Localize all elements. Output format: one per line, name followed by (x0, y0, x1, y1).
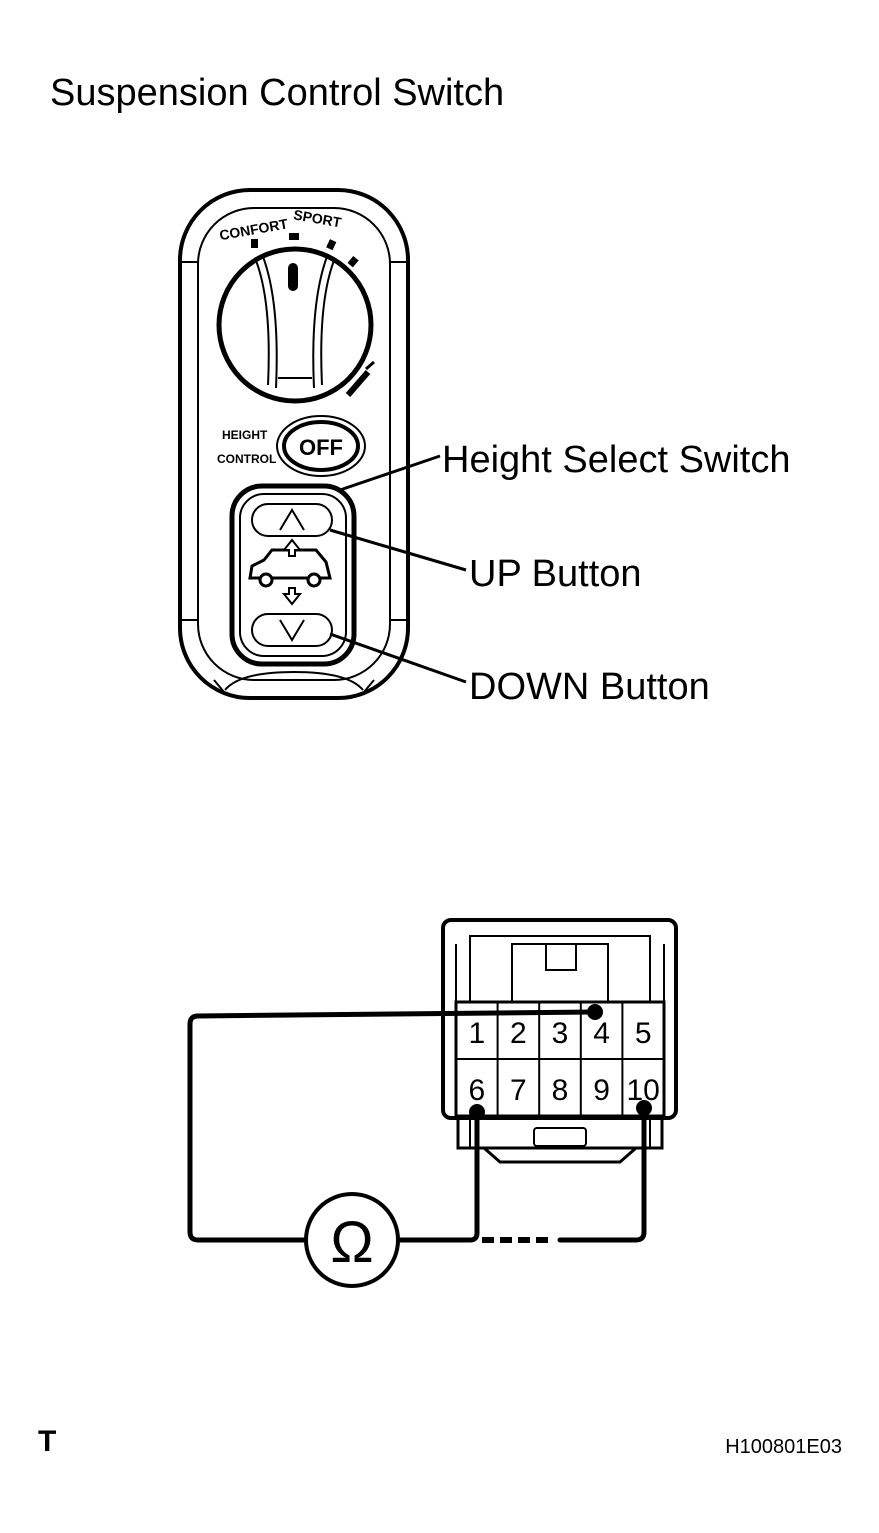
leader-down-button (329, 632, 467, 684)
height-label-line1: HEIGHT (222, 428, 268, 442)
callout-height-select-switch: Height Select Switch (442, 439, 791, 481)
wire-pin10-probe (557, 1109, 647, 1243)
down-button[interactable] (251, 613, 333, 647)
wire-meter-to-pin6 (397, 1109, 480, 1243)
height-label-line2: CONTROL (217, 452, 276, 466)
pin-label-1: 1 (468, 1017, 485, 1050)
ohmmeter-symbol: Ω (330, 1210, 373, 1275)
test-wiring (187, 1009, 647, 1243)
wire-pin4-to-meter (187, 1009, 597, 1243)
callout-down-button: DOWN Button (469, 666, 710, 708)
pin-label-5: 5 (635, 1017, 652, 1050)
switch-housing-inner (197, 207, 391, 681)
callout-up-button: UP Button (469, 553, 642, 595)
pin-label-8: 8 (552, 1074, 569, 1107)
up-button[interactable] (251, 503, 333, 537)
probe-point-pin6 (469, 1104, 485, 1120)
ohmmeter-icon (304, 1192, 400, 1288)
figure-id: H100801E03 (725, 1436, 842, 1458)
page-title: Suspension Control Switch (50, 72, 504, 114)
dial-pointer (288, 263, 298, 291)
leader-height-select (339, 454, 441, 492)
off-button-label: OFF (299, 435, 343, 460)
off-button[interactable] (282, 420, 360, 472)
pin-label-9: 9 (593, 1074, 610, 1107)
down-arrow-icon (279, 619, 305, 642)
leader-up-button (329, 528, 467, 572)
probe-point-pin4 (587, 1004, 603, 1020)
vehicle-height-icon (248, 538, 332, 606)
dial-mark-icon (345, 370, 371, 397)
pin-label-2: 2 (510, 1017, 527, 1050)
footer-left-mark: T (38, 1425, 56, 1458)
pin-label-7: 7 (510, 1074, 527, 1107)
up-arrow-icon (279, 508, 305, 531)
connector (441, 918, 678, 1164)
pin-label-3: 3 (552, 1017, 569, 1050)
pin-label-4: 4 (593, 1017, 610, 1050)
mode-dial (216, 246, 374, 404)
suspension-control-switch (178, 188, 410, 700)
pin-label-6: 6 (468, 1074, 485, 1107)
callout-leaders (329, 454, 467, 684)
probe-point-pin10 (636, 1100, 652, 1116)
